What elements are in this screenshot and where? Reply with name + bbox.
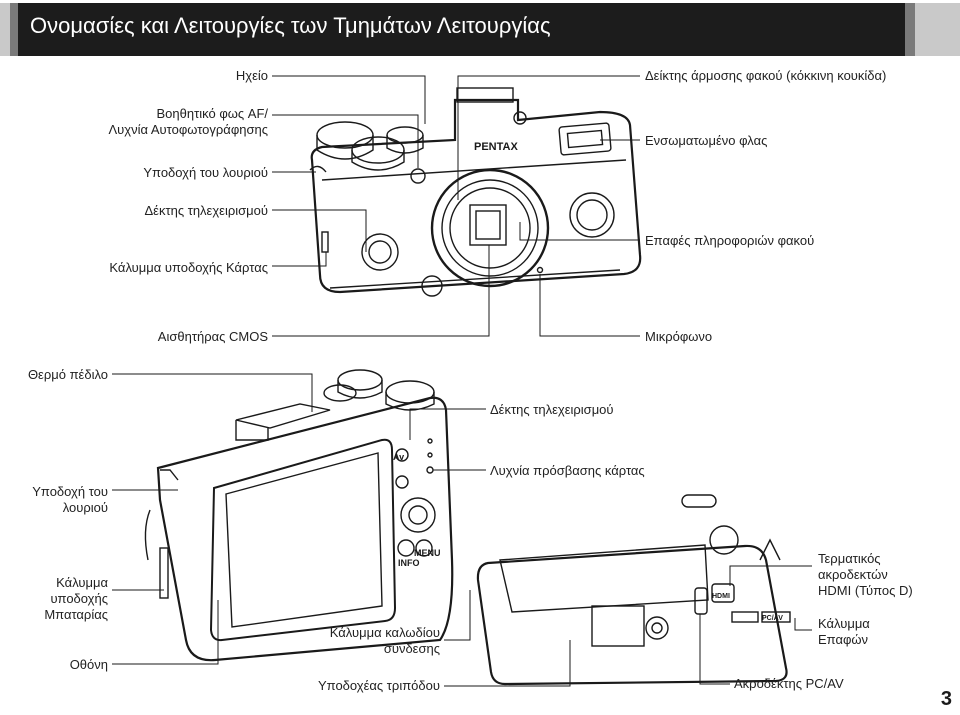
label-remote-receiver-back: Δέκτης τηλεχειρισμού xyxy=(490,402,614,417)
label-hdmi-terminal: Τερματικός ακροδεκτών HDMI (Τύπος D) xyxy=(818,551,913,598)
label-af-assist: Βοηθητικό φως AF/ Λυχνία Αυτοφωτογράφηση… xyxy=(108,106,268,137)
label-built-in-flash: Ενσωματωμένο φλας xyxy=(645,133,768,148)
label-lens-contacts: Επαφές πληροφοριών φακού xyxy=(645,233,815,248)
label-pc-av-terminal: Ακροδέκτης PC/AV xyxy=(734,676,844,691)
label-remote-receiver-front: Δέκτης τηλεχειρισμού xyxy=(144,203,268,218)
label-microphone: Μικρόφωνο xyxy=(645,329,713,344)
label-hot-shoe: Θερμό πέδιλο xyxy=(27,367,108,382)
label-cable-cover: Κάλυμμα καλωδίου σύνδεσης xyxy=(329,625,440,656)
page-number: 3 xyxy=(940,688,952,710)
label-speaker: Ηχείο xyxy=(235,68,268,83)
label-battery-cover: Κάλυμμα υποδοχής Μπαταρίας xyxy=(44,575,108,622)
label-lens-mount-index: Δείκτης άρμοσης φακού (κόκκινη κουκίδα) xyxy=(645,68,887,83)
label-card-access-lamp: Λυχνία πρόσβασης κάρτας xyxy=(490,463,645,478)
bottom-camera-body xyxy=(476,494,791,686)
label-strap-lug-back: Υποδοχή του λουριού xyxy=(32,484,108,515)
page-title: Ονομασίες και Λειτουργίες των Τμημάτων Λ… xyxy=(30,13,551,38)
label-terminal-cover: Κάλυμμα Επαφών xyxy=(818,616,870,647)
info-label: INFO xyxy=(398,558,420,568)
pcav-label: PC/AV xyxy=(762,615,783,622)
front-camera-body xyxy=(309,87,642,297)
page-header: Ονομασίες και Λειτουργίες των Τμημάτων Λ… xyxy=(0,3,960,56)
brand-label: PENTAX xyxy=(474,141,518,153)
label-card-cover: Κάλυμμα υποδοχής Κάρτας xyxy=(109,260,268,275)
label-strap-lug-front: Υποδοχή του λουριού xyxy=(143,165,268,180)
back-camera-body xyxy=(144,369,454,662)
av-label: Av xyxy=(393,452,404,462)
menu-label: MENU xyxy=(414,548,441,558)
hdmi-label: HDMI xyxy=(712,593,730,600)
label-tripod-socket: Υποδοχέας τριπόδου xyxy=(317,678,440,693)
label-monitor: Οθόνη xyxy=(69,657,108,672)
label-cmos-sensor: Αισθητήρας CMOS xyxy=(157,329,268,344)
